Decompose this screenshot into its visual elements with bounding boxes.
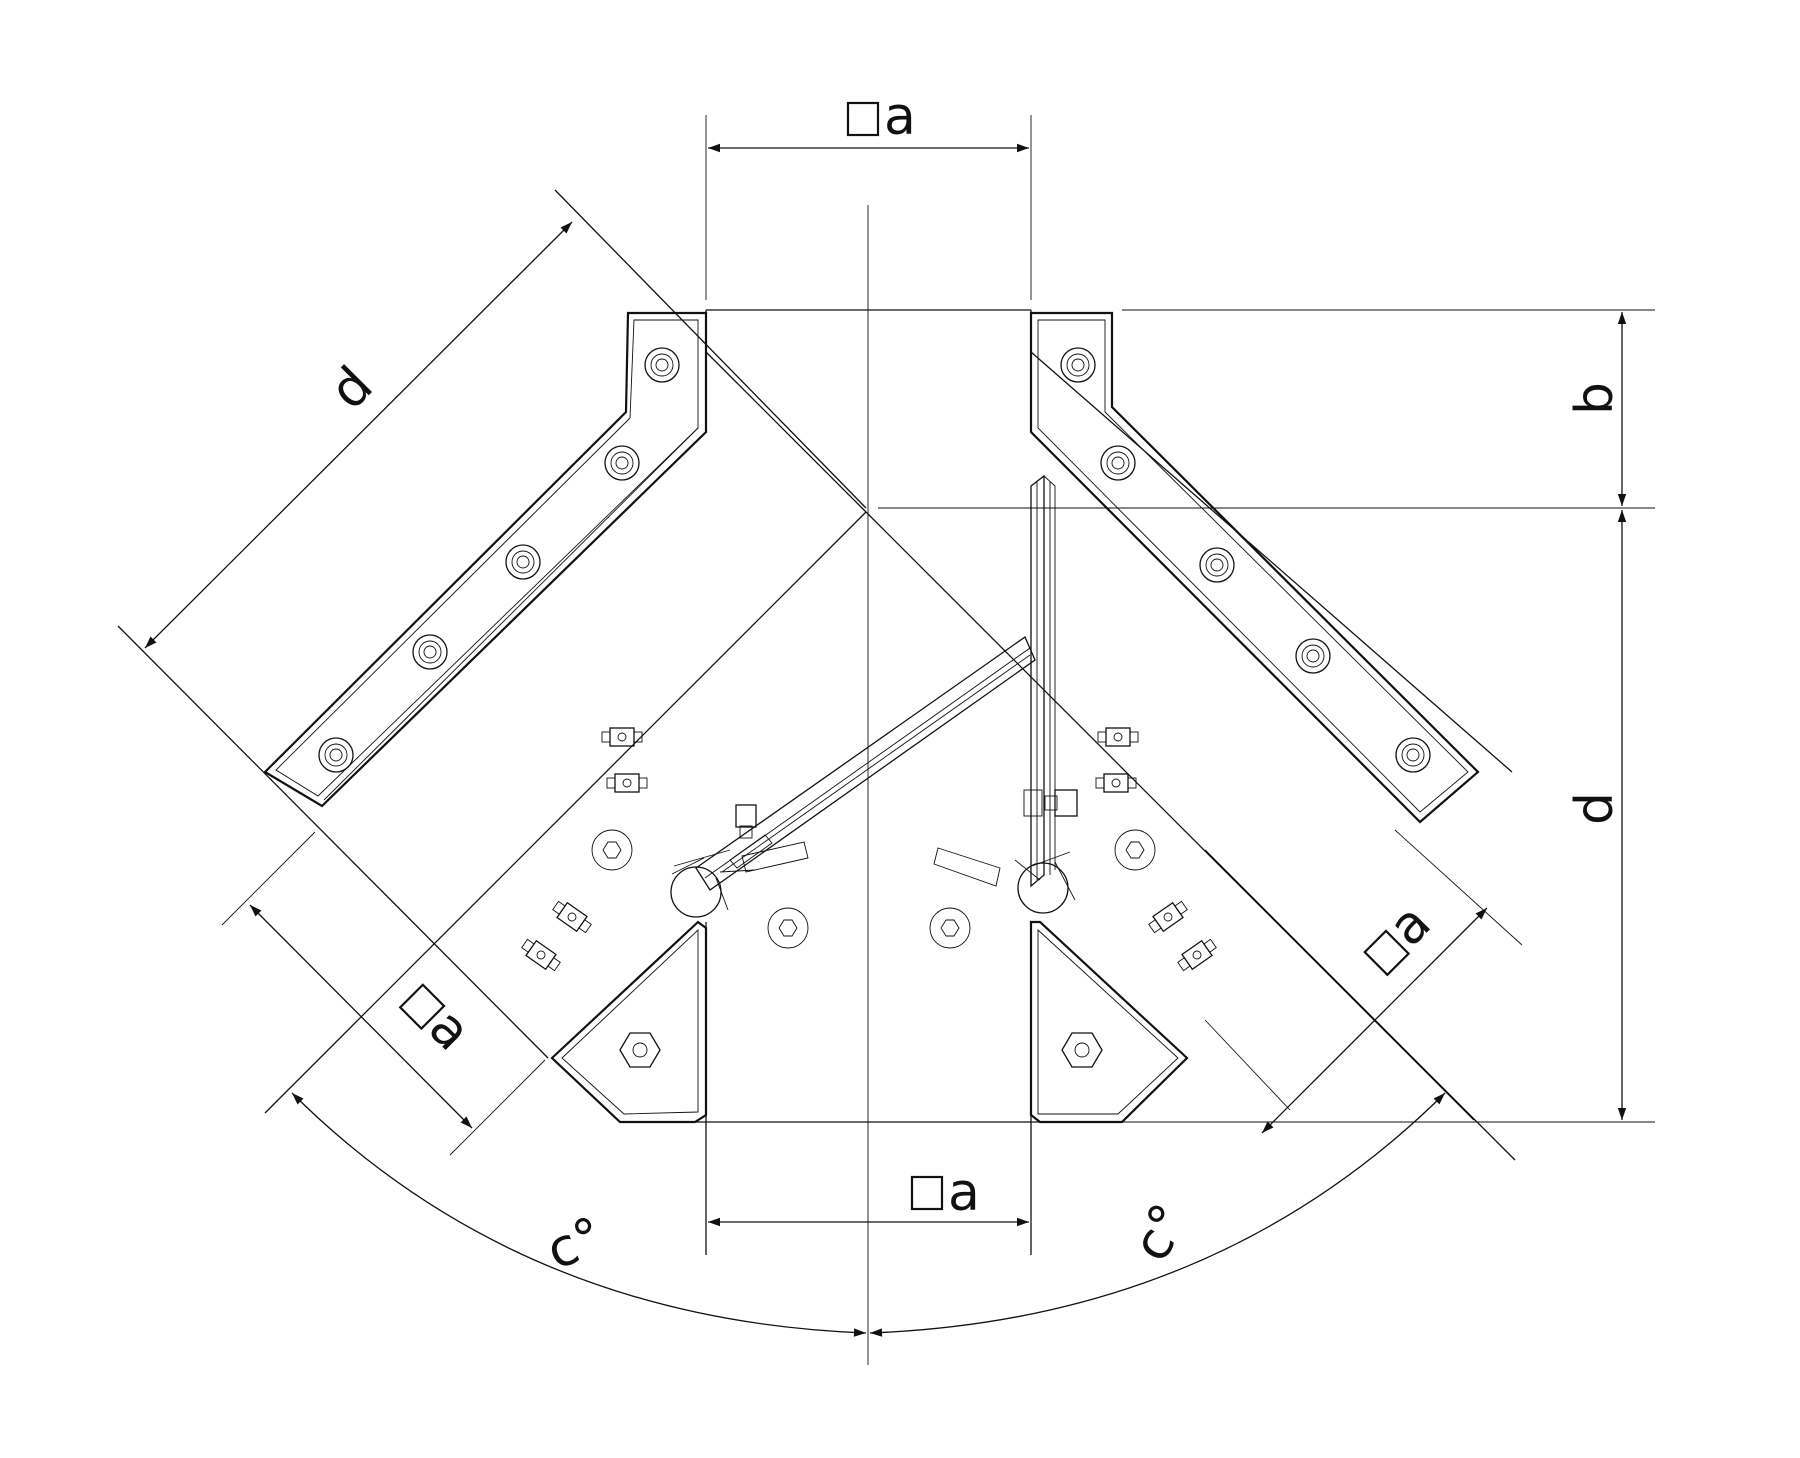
dim-left-length-label: d [319, 355, 385, 421]
hex-nut-icon [1061, 1032, 1103, 1068]
right-upper-flange [1029, 311, 1480, 824]
clip-icon [601, 727, 643, 747]
dim-right-b-label: b [1565, 382, 1625, 415]
right-lower-flange [1029, 920, 1189, 1124]
left-damper-blade [670, 636, 1036, 918]
dim-right-b: b [1565, 312, 1627, 506]
center-lines [867, 205, 1655, 1365]
dim-right-d-label: d [1565, 792, 1625, 825]
right-damper-blade [933, 474, 1078, 914]
socket-screws [591, 829, 1156, 949]
clip-icon [1095, 773, 1137, 793]
clip-icon [552, 900, 592, 934]
dim-right-d: d [1565, 510, 1627, 1120]
bolt-icon [604, 445, 640, 481]
bolt-icon [1295, 638, 1331, 674]
dim-left-length: d [144, 221, 573, 649]
hex-nut-icon [619, 1032, 661, 1068]
dim-bottom-width-label: a [948, 1163, 980, 1223]
blade-nut-icon [735, 804, 757, 839]
dim-right-width: a [1204, 829, 1523, 1134]
dim-angle-arc: c° c° [291, 1092, 1446, 1337]
bolt-icon [505, 544, 541, 580]
clip-icon [1097, 727, 1139, 747]
square-symbol-icon [846, 101, 880, 137]
hex-nuts [619, 1032, 1103, 1068]
socket-screw-icon [1114, 829, 1156, 871]
bolt-icon [318, 737, 354, 773]
bolt-icon [644, 347, 680, 383]
dim-left-width: a [221, 831, 546, 1156]
clip-icon [1148, 900, 1188, 934]
dim-angle-left-label: c° [538, 1206, 611, 1282]
square-symbol-icon [1363, 929, 1411, 977]
clip-icon [521, 938, 561, 972]
socket-screw-icon [591, 829, 633, 871]
socket-screw-icon [767, 907, 809, 949]
square-symbol-icon [398, 983, 446, 1031]
clip-icon [1177, 938, 1217, 972]
left-lower-flange [550, 920, 708, 1124]
dim-right-width-label: a [1377, 893, 1442, 958]
bolt-icon [1395, 737, 1431, 773]
square-symbol-icon [910, 1175, 944, 1211]
dim-top-width: a [705, 87, 1032, 300]
bolt-icon [1100, 445, 1136, 481]
dim-top-width-label: a [884, 87, 916, 147]
dim-angle-right-label: c° [1121, 1194, 1200, 1271]
bolt-icon [412, 634, 448, 670]
socket-screw-icon [929, 907, 971, 949]
fitting-body [117, 189, 1516, 1255]
clip-icon [606, 773, 648, 793]
dim-bottom-width: a [708, 1163, 1029, 1227]
bolt-icon [1199, 547, 1235, 583]
dim-left-width-label: a [417, 997, 482, 1062]
flange-bolts [318, 347, 1431, 773]
bolt-icon [1060, 347, 1096, 383]
blade-nut-icon [1023, 789, 1078, 817]
rivet-clips [521, 727, 1217, 972]
